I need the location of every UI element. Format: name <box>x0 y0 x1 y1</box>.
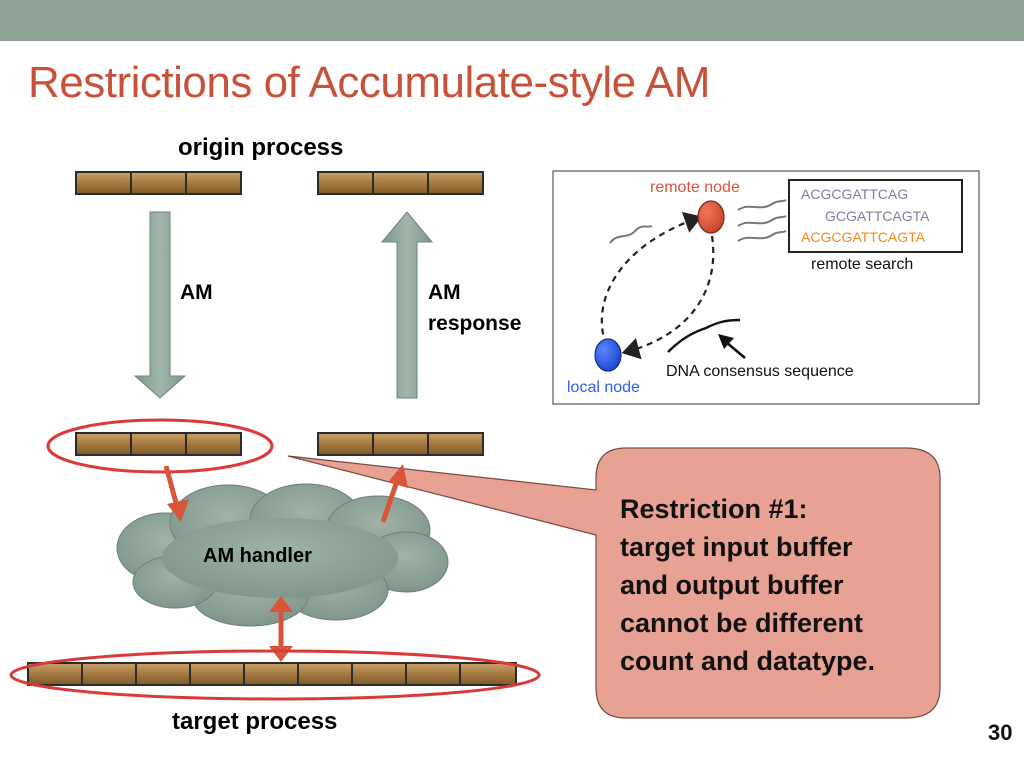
slide-title: Restrictions of Accumulate-style AM <box>28 58 710 107</box>
callout-line-1: Restriction #1: <box>620 494 808 524</box>
callout-box <box>287 447 941 719</box>
target-process-buffer <box>27 662 517 686</box>
target-input-buffer <box>75 432 242 456</box>
sequence-box <box>788 179 963 253</box>
remote-node-dot <box>697 200 725 234</box>
local-node-label: local node <box>567 379 640 396</box>
callout-line-2: target input buffer <box>620 532 853 562</box>
response-path <box>621 235 715 360</box>
handler-output-arrow <box>380 464 408 523</box>
dna-strand-squiggles <box>609 199 787 244</box>
target-buffer-highlight <box>9 649 541 701</box>
local-node-dot <box>594 338 622 372</box>
handler-input-arrow <box>163 465 189 522</box>
sequence-line-2: GCGATTCAGTA <box>825 208 930 224</box>
remote-node-label: remote node <box>650 179 740 196</box>
origin-output-buffer <box>317 171 484 195</box>
consensus-strand <box>667 318 741 353</box>
callout-line-5: count and datatype. <box>620 646 876 676</box>
request-path <box>600 211 703 346</box>
remote-search-label: remote search <box>811 256 914 273</box>
am-arrow-down <box>133 211 187 399</box>
am-response-label-line2: response <box>428 312 522 335</box>
consensus-pointer-arrow <box>718 334 746 359</box>
origin-process-label: origin process <box>178 134 344 161</box>
am-response-label-line1: AM <box>428 281 461 304</box>
callout-line-4: cannot be different <box>620 608 864 638</box>
input-buffer-highlight <box>46 418 274 474</box>
am-handler-label: AM handler <box>203 545 312 567</box>
sequence-line-1: ACGCGATTCAG <box>801 186 909 202</box>
top-bar <box>0 0 1024 41</box>
am-label: AM <box>180 281 213 304</box>
callout-line-3: and output buffer <box>620 570 844 600</box>
restriction-callout-text: Restriction #1: target input buffer and … <box>620 490 930 680</box>
origin-input-buffer <box>75 171 242 195</box>
am-response-arrow-up <box>380 211 434 399</box>
dna-consensus-label: DNA consensus sequence <box>666 363 854 380</box>
am-handler-cloud <box>116 483 449 627</box>
target-process-label: target process <box>172 708 338 735</box>
page-number: 30 <box>988 720 1013 745</box>
target-output-buffer <box>317 432 484 456</box>
sequence-line-3: ACGCGATTCAGTA <box>801 229 925 245</box>
